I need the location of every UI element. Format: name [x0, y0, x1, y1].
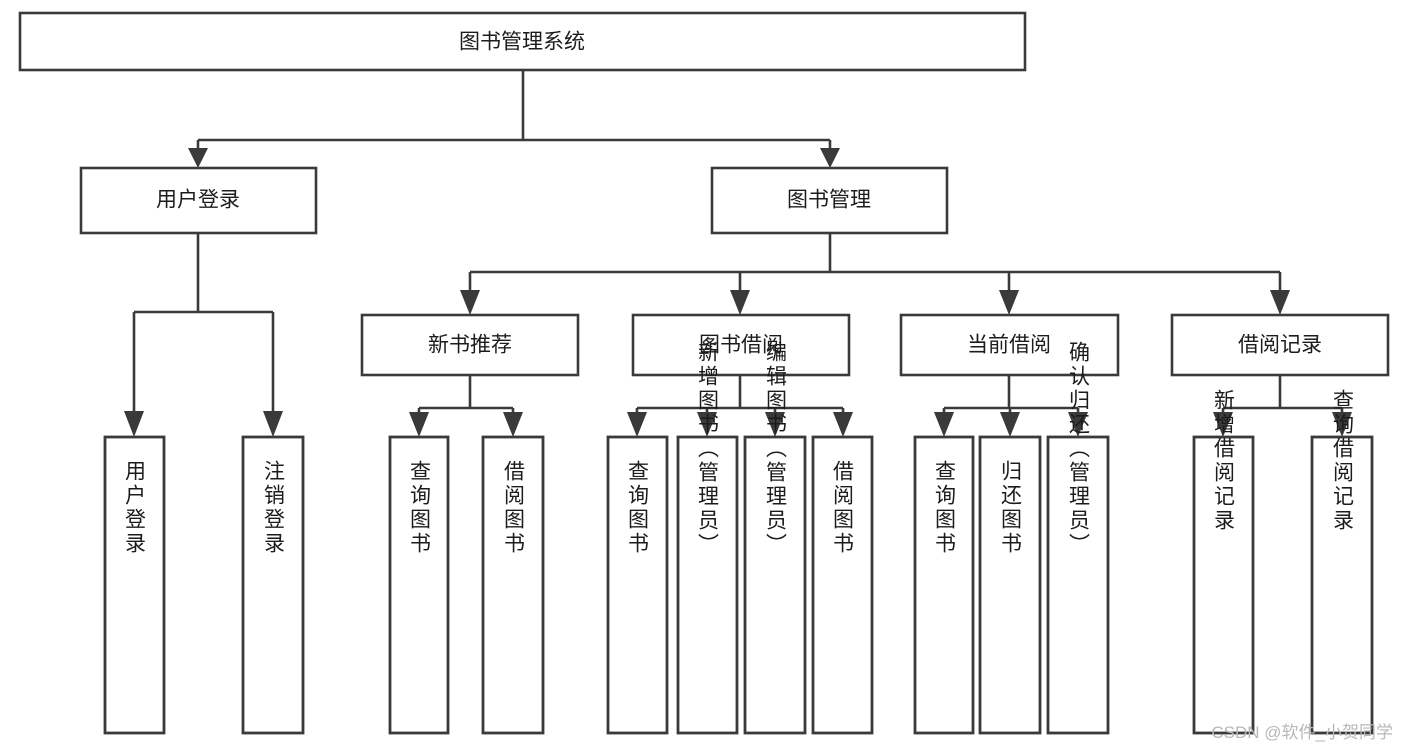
node-leaf-return-book[interactable]: 归还图书 [978, 435, 1042, 735]
node-leaf-query-book-2-box[interactable] [606, 435, 669, 735]
node-leaf-confirm-return-label: 确认归还（管理员） [1067, 341, 1091, 557]
arrowhead-book-borrow [730, 290, 750, 315]
node-borrow-record-box[interactable] [1170, 313, 1390, 377]
connector-group-book-borrow [627, 375, 853, 437]
node-leaf-borrow-book-1[interactable]: 借阅图书 [481, 435, 545, 735]
node-current-borrow-box[interactable] [899, 313, 1120, 377]
node-leaf-edit-book-label: 编辑图书（管理员） [764, 341, 788, 557]
node-new-book-recommend-label: 新书推荐 [428, 334, 512, 357]
node-borrow-record[interactable]: 借阅记录 [1170, 313, 1390, 377]
arrowhead-leaf-logout-login [263, 411, 283, 437]
node-leaf-query-book-3-box[interactable] [913, 435, 975, 735]
arrowhead-book-management [820, 148, 840, 168]
node-leaf-user-login[interactable]: 用户登录 [103, 435, 166, 735]
node-leaf-logout-login-label: 注销登录 [262, 460, 286, 556]
arrowhead-leaf-confirm-return [1068, 412, 1088, 437]
node-current-borrow-label: 当前借阅 [967, 334, 1051, 357]
node-leaf-query-record[interactable]: 查询借阅记录 [1310, 389, 1374, 735]
arrowhead-leaf-user-login [124, 411, 144, 437]
node-leaf-query-book-3[interactable]: 查询图书 [913, 435, 975, 735]
node-book-borrow[interactable]: 图书借阅 [631, 313, 851, 377]
connector-group-borrow-record [1213, 375, 1352, 437]
node-leaf-query-book-2[interactable]: 查询图书 [606, 435, 669, 735]
node-borrow-record-label: 借阅记录 [1238, 334, 1322, 357]
node-leaf-query-record-box[interactable] [1310, 435, 1374, 735]
node-leaf-add-record-box[interactable] [1192, 435, 1255, 735]
arrowhead-leaf-borrow-book-1 [503, 412, 523, 437]
node-leaf-borrow-book-2-box[interactable] [811, 435, 874, 735]
node-leaf-add-record-label: 新增借阅记录 [1212, 389, 1236, 533]
node-root-box[interactable] [18, 11, 1027, 72]
node-new-book-recommend-box[interactable] [360, 313, 580, 377]
connector-group-user-login [124, 233, 283, 437]
node-new-book-recommend[interactable]: 新书推荐 [360, 313, 580, 377]
arrowhead-leaf-add-record [1213, 412, 1233, 437]
node-user-login-box[interactable] [79, 166, 318, 235]
node-leaf-add-record[interactable]: 新增借阅记录 [1192, 389, 1255, 735]
node-leaf-user-login-box[interactable] [103, 435, 166, 735]
node-leaf-confirm-return[interactable]: 确认归还（管理员） [1046, 341, 1110, 735]
node-leaf-query-book-1-label: 查询图书 [408, 460, 432, 556]
arrowhead-leaf-borrow-book-2 [833, 412, 853, 437]
arrowhead-leaf-query-book-1 [409, 412, 429, 437]
node-leaf-borrow-book-1-label: 借阅图书 [502, 460, 526, 556]
arrowhead-leaf-query-book-2 [627, 412, 647, 437]
node-book-management-box[interactable] [710, 166, 949, 235]
node-user-login-label: 用户登录 [156, 189, 240, 212]
node-leaf-query-book-1-box[interactable] [388, 435, 450, 735]
node-leaf-borrow-book-2[interactable]: 借阅图书 [811, 435, 874, 735]
node-leaf-add-book[interactable]: 新增图书（管理员） [676, 341, 739, 735]
node-leaf-query-book-1[interactable]: 查询图书 [388, 435, 450, 735]
node-leaf-borrow-book-2-label: 借阅图书 [831, 460, 855, 556]
node-leaf-query-record-label: 查询借阅记录 [1331, 389, 1355, 533]
node-leaf-query-book-3-label: 查询图书 [933, 460, 957, 556]
node-current-borrow[interactable]: 当前借阅 [899, 313, 1120, 377]
node-book-management[interactable]: 图书管理 [710, 166, 949, 235]
node-root[interactable]: 图书管理系统 [18, 11, 1027, 72]
arrowhead-leaf-edit-book [765, 412, 785, 437]
connector-group-current-borrow [934, 375, 1088, 437]
node-leaf-edit-book[interactable]: 编辑图书（管理员） [743, 341, 807, 735]
node-book-borrow-box[interactable] [631, 313, 851, 377]
node-leaf-add-book-label: 新增图书（管理员） [696, 341, 720, 557]
node-book-borrow-label: 图书借阅 [699, 334, 783, 357]
arrowhead-current-borrow [999, 290, 1019, 315]
node-leaf-return-book-box[interactable] [978, 435, 1042, 735]
node-leaf-query-book-2-label: 查询图书 [626, 460, 650, 556]
node-book-management-label: 图书管理 [787, 189, 871, 212]
node-leaf-logout-login-box[interactable] [241, 435, 305, 735]
arrowhead-leaf-return-book [1000, 412, 1020, 437]
arrowhead-leaf-query-book-3 [934, 412, 954, 437]
node-leaf-add-book-box[interactable] [676, 435, 739, 735]
node-leaf-edit-book-box[interactable] [743, 435, 807, 735]
arrowhead-leaf-query-record [1332, 412, 1352, 437]
node-leaf-logout-login[interactable]: 注销登录 [241, 435, 305, 735]
node-user-login[interactable]: 用户登录 [79, 166, 318, 235]
connector-group-book-management [460, 233, 1290, 315]
arrowhead-user-login [188, 148, 208, 168]
arrowhead-leaf-add-book [697, 412, 717, 437]
arrowhead-new-book-recommend [460, 290, 480, 315]
node-root-label: 图书管理系统 [459, 31, 585, 54]
node-leaf-return-book-label: 归还图书 [999, 460, 1023, 556]
connector-group-new-book-recommend [409, 375, 523, 437]
node-leaf-user-login-label: 用户登录 [123, 460, 147, 556]
connector-group-root [188, 70, 840, 168]
node-leaf-confirm-return-box[interactable] [1046, 435, 1110, 735]
arrowhead-borrow-record [1270, 290, 1290, 315]
node-leaf-borrow-book-1-box[interactable] [481, 435, 545, 735]
